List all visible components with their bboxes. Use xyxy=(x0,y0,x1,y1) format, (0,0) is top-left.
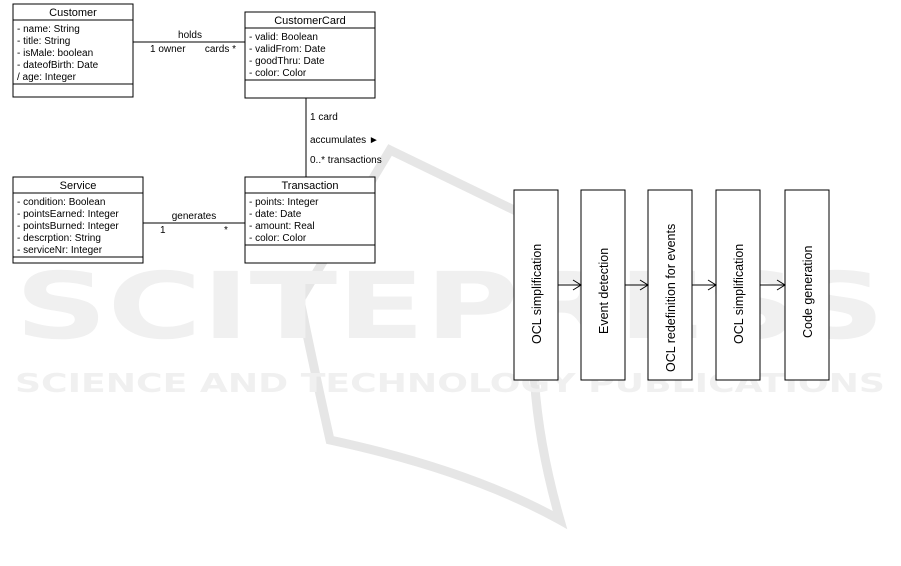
class-service-attr: - serviceNr: Integer xyxy=(17,245,103,256)
class-service-attr: - condition: Boolean xyxy=(17,197,105,208)
class-transaction-attr: - date: Date xyxy=(249,209,302,220)
pipeline-step: Event detection xyxy=(580,189,626,381)
pipeline-arrow xyxy=(760,279,786,291)
association-generates-name: generates xyxy=(172,211,216,222)
pipeline-arrow xyxy=(558,279,582,291)
association-accumulates-bottom-end: 0..* transactions xyxy=(310,155,382,166)
class-customer-card-attr: - color: Color xyxy=(249,68,307,79)
class-transaction-attr: - color: Color xyxy=(249,233,307,244)
pipeline-step-label: OCL simplification xyxy=(530,244,544,344)
association-generates-left-end: 1 xyxy=(160,225,166,236)
class-service-title: Service xyxy=(60,180,97,192)
pipeline-step-label: OCL redefinition for events xyxy=(664,224,678,372)
class-transaction-title: Transaction xyxy=(281,180,338,192)
class-customer-attr: - isMale: boolean xyxy=(17,48,93,59)
association-generates-right-end: * xyxy=(224,225,228,236)
pipeline-step: Code generation xyxy=(784,189,830,381)
pipeline-step-label: Code generation xyxy=(801,246,815,338)
class-customer-card-attr: - valid: Boolean xyxy=(249,32,318,43)
association-holds-left-end: 1 owner xyxy=(150,44,186,55)
class-customer-attr: - title: String xyxy=(17,36,70,47)
class-customer-attr: / age: Integer xyxy=(17,72,77,83)
pipeline: OCL simplification Event detection OCL r… xyxy=(513,189,830,381)
class-customer-card-title: CustomerCard xyxy=(274,15,346,27)
association-holds-right-end: cards * xyxy=(205,44,236,55)
association-generates: generates 1 * xyxy=(143,211,245,236)
association-accumulates: 1 card accumulates ► 0..* transactions xyxy=(305,98,382,177)
pipeline-step: OCL simplification xyxy=(715,189,761,381)
class-transaction: Transaction - points: Integer - date: Da… xyxy=(244,176,376,264)
class-customer: Customer - name: String - title: String … xyxy=(12,3,134,98)
association-accumulates-top-end: 1 card xyxy=(310,112,338,123)
class-service-attr: - pointsBurned: Integer xyxy=(17,221,119,232)
association-holds-name: holds xyxy=(178,30,202,41)
pipeline-step-label: OCL simplification xyxy=(732,244,746,344)
class-customer-card-attr: - goodThru: Date xyxy=(249,56,325,67)
class-customer-attr: - dateofBirth: Date xyxy=(17,60,99,71)
pipeline-step: OCL simplification xyxy=(513,189,559,381)
pipeline-step-label: Event detection xyxy=(597,248,611,334)
class-customer-card-attr: - validFrom: Date xyxy=(249,44,326,55)
pipeline-arrow xyxy=(692,279,717,291)
class-service: Service - condition: Boolean - pointsEar… xyxy=(12,176,144,264)
class-transaction-attr: - points: Integer xyxy=(249,197,319,208)
class-service-attr: - pointsEarned: Integer xyxy=(17,209,119,220)
pipeline-step: OCL redefinition for events xyxy=(647,189,693,381)
class-customer-attr: - name: String xyxy=(17,24,80,35)
class-customer-card: CustomerCard - valid: Boolean - validFro… xyxy=(244,11,376,99)
class-transaction-attr: - amount: Real xyxy=(249,221,315,232)
class-service-attr: - descrption: String xyxy=(17,233,101,244)
association-accumulates-name: accumulates ► xyxy=(310,135,379,146)
association-holds: holds 1 owner cards * xyxy=(133,30,245,55)
class-customer-title: Customer xyxy=(49,7,97,19)
pipeline-arrow xyxy=(625,279,649,291)
